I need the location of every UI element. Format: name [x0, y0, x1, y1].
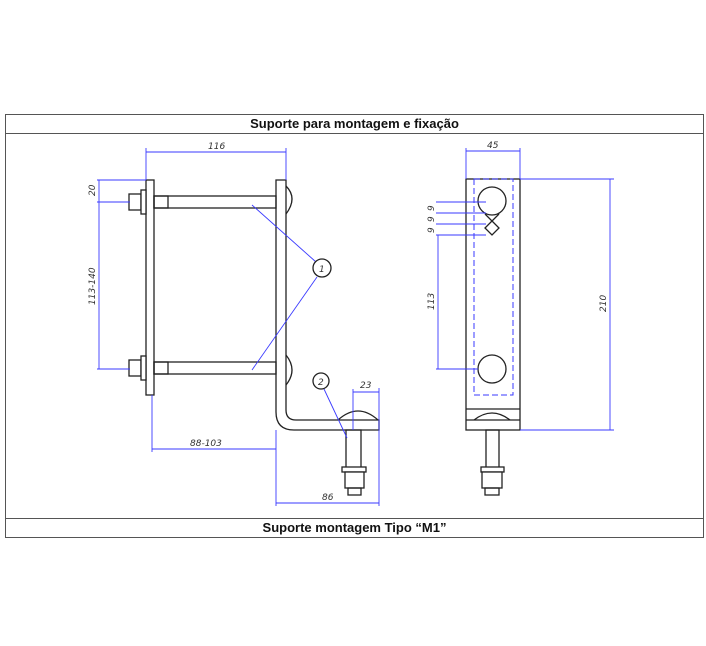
dim-bolt-offset: 23: [360, 381, 372, 391]
drawing-frame: Suporte para montagem e fixação Suporte …: [5, 114, 704, 538]
l-bracket: [275, 179, 380, 431]
dim-depth: 88-103: [190, 439, 222, 449]
bolt-nut: [344, 471, 365, 489]
front-view: 45 210 9 9 9 113: [427, 141, 614, 496]
dim-width: 116: [208, 142, 225, 152]
bar-dome: [337, 410, 379, 421]
lower-rod: [153, 361, 277, 375]
wall-plate: [145, 179, 155, 396]
dim-hole-spacing: 113: [427, 293, 437, 310]
upper-nut: [128, 193, 142, 211]
upper-hole: [477, 186, 507, 216]
drawing-title: Suporte para montagem e fixação: [6, 115, 703, 134]
lower-dome: [285, 354, 293, 386]
dim-front-width: 45: [487, 141, 499, 151]
front-dome: [473, 412, 511, 421]
upper-dome: [285, 185, 293, 215]
side-view: 116 20 113-140 88-103 86 23 1 2: [88, 142, 380, 506]
callout-2: [312, 372, 330, 390]
svg-text:2: 2: [318, 378, 324, 388]
callout-1: [312, 258, 332, 278]
upper-rod: [153, 195, 277, 209]
drawing-caption: Suporte montagem Tipo “M1”: [6, 518, 703, 537]
lower-nut: [128, 359, 142, 377]
svg-text:9: 9: [427, 227, 437, 233]
dim-top-offset: 20: [88, 184, 98, 196]
adjust-slot: [484, 213, 500, 236]
front-bolt: [485, 429, 500, 471]
svg-text:9: 9: [427, 216, 437, 222]
dim-arm: 86: [322, 493, 334, 503]
lower-hole: [477, 354, 507, 384]
svg-text:1: 1: [319, 265, 325, 275]
dim-height: 210: [599, 295, 609, 312]
bolt: [345, 429, 362, 471]
svg-text:9: 9: [427, 205, 437, 211]
dim-bolt-spacing: 113-140: [88, 267, 98, 305]
